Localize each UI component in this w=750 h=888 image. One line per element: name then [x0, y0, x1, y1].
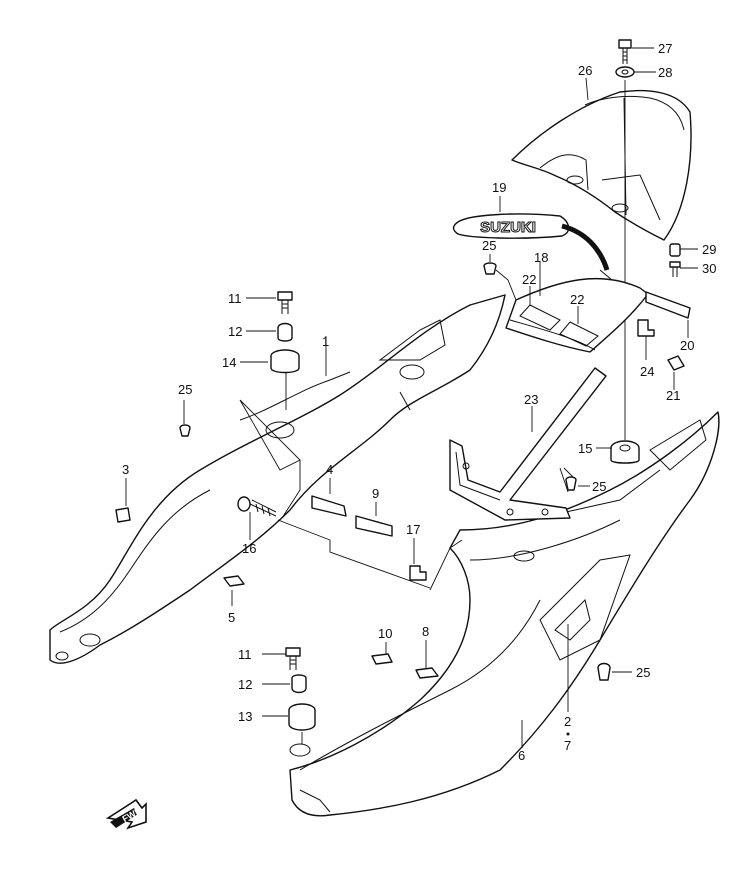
bushing-29	[669, 243, 681, 257]
callout-27: 27	[658, 41, 672, 56]
callout-30: 30	[702, 261, 716, 276]
bolt-27	[618, 39, 632, 64]
callout-22-left: 22	[522, 272, 536, 287]
callout-21: 21	[666, 388, 680, 403]
assembly-line-mid	[277, 519, 431, 589]
callout-labels: 27 28 26 19 29 30 25 18 22 22 20 11 12 1…	[122, 41, 716, 763]
callout-29: 29	[702, 242, 716, 257]
callout-23: 23	[524, 392, 538, 407]
callout-19: 19	[492, 180, 506, 195]
callout-7: 7	[564, 738, 571, 753]
strip-20	[645, 291, 691, 319]
leader-lines	[125, 47, 698, 748]
callout-2: 2	[564, 714, 571, 729]
callout-5: 5	[228, 610, 235, 625]
callout-9: 9	[372, 486, 379, 501]
assembly-line-left	[239, 399, 301, 471]
tape-8	[415, 667, 439, 679]
screw-11-lower	[285, 647, 301, 670]
emblem-text: SUZUKI	[480, 219, 536, 236]
callout-1: 1	[322, 334, 329, 349]
pad-10	[371, 653, 393, 665]
screw-25-left	[179, 424, 191, 437]
right-frame-cover	[289, 411, 720, 817]
tape-4	[311, 495, 347, 517]
callout-25-lower-right: 25	[636, 665, 650, 680]
clip-25-top	[483, 262, 497, 275]
callout-11-lower: 11	[238, 647, 252, 662]
callout-6: 6	[518, 748, 525, 763]
screw-25-right	[565, 476, 577, 491]
callout-4: 4	[326, 462, 333, 477]
callout-28: 28	[658, 65, 672, 80]
callout-11-upper: 11	[228, 291, 242, 306]
assembly-line-16	[281, 460, 301, 519]
callout-25-right: 25	[592, 479, 606, 494]
clip-24	[637, 319, 655, 337]
callout-8: 8	[422, 624, 429, 639]
callout-26: 26	[578, 63, 592, 78]
callout-12-lower: 12	[238, 677, 252, 692]
bolt-30	[669, 261, 681, 277]
screw-25-lower-right	[597, 662, 611, 681]
washer-28	[615, 66, 635, 78]
callout-14: 14	[222, 355, 236, 370]
bolt-16	[237, 496, 277, 517]
left-frame-cover	[49, 294, 506, 664]
grommet-13	[288, 703, 316, 731]
stripe-arc	[561, 223, 610, 271]
fwd-arrow-icon: FWD	[105, 798, 147, 830]
rear-bracket-23	[449, 367, 607, 521]
seat-tail-cowl	[511, 89, 692, 241]
assembly-line-17	[429, 539, 463, 591]
callout-25-left: 25	[178, 382, 192, 397]
callout-25-top: 25	[482, 238, 496, 253]
assembly-line-25-top	[495, 269, 517, 301]
callout-3: 3	[122, 462, 129, 477]
clip-17	[409, 565, 427, 581]
pad-5	[223, 575, 245, 587]
callout-12-upper: 12	[228, 324, 242, 339]
callout-13: 13	[238, 709, 252, 724]
callout-10: 10	[378, 626, 392, 641]
grommet-15	[610, 440, 640, 464]
pad-3	[115, 507, 131, 523]
callout-17: 17	[406, 522, 420, 537]
callout-16: 16	[242, 541, 256, 556]
screw-11-upper	[277, 291, 293, 314]
callout-24: 24	[640, 364, 654, 379]
callout-22-right: 22	[570, 292, 584, 307]
callout-18: 18	[534, 250, 548, 265]
callout-dot	[566, 732, 570, 736]
tape-9	[355, 515, 393, 537]
collar-12-lower	[291, 674, 307, 694]
collar-12-upper	[277, 322, 293, 342]
pad-21	[667, 355, 685, 371]
grommet-14	[270, 349, 300, 374]
seat-pad-18	[505, 269, 649, 353]
assembly-line-25-right	[559, 467, 575, 493]
callout-15: 15	[578, 441, 592, 456]
callout-20: 20	[680, 338, 694, 353]
suzuki-emblem: SUZUKI	[452, 213, 570, 239]
